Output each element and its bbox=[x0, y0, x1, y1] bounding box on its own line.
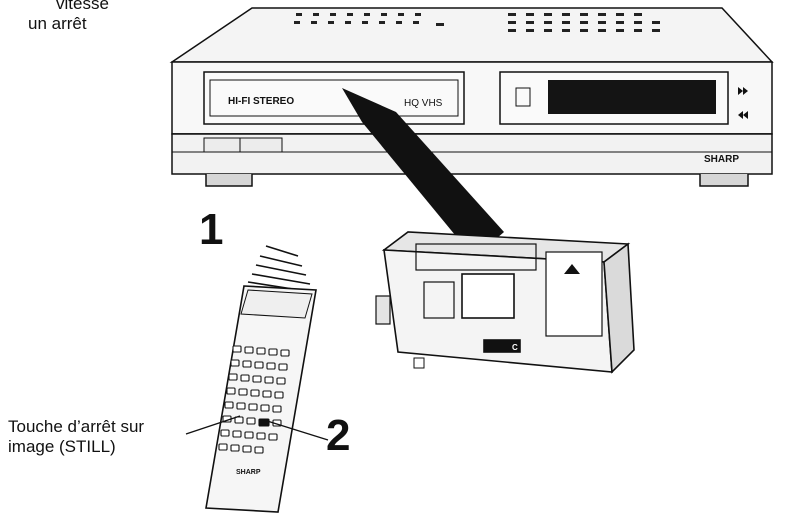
top-left-caption: vitesse un arrêt bbox=[0, 0, 109, 34]
step-number-1: 1 bbox=[199, 205, 224, 254]
fast-forward-icon bbox=[738, 87, 748, 95]
vcr-transport-icons bbox=[738, 87, 748, 119]
vcr-brand: SHARP bbox=[704, 154, 739, 165]
remote-body bbox=[205, 285, 317, 513]
cassette-adapter bbox=[375, 231, 635, 374]
adapter-label-plate bbox=[483, 339, 521, 353]
callout-leader-line bbox=[185, 415, 241, 435]
vcr bbox=[169, 7, 774, 187]
still-button-callout: Touche d’arrêt sur image (STILL) bbox=[8, 417, 144, 457]
vcr-top bbox=[169, 7, 774, 63]
remote-brand: SHARP bbox=[236, 469, 261, 476]
vcr-top-vents-left bbox=[294, 13, 444, 26]
adapter-mark: C bbox=[512, 343, 518, 352]
vcr-foot-right bbox=[699, 174, 749, 187]
callout-line-2: image (STILL) bbox=[8, 437, 116, 456]
vcr-display-screen bbox=[548, 80, 716, 114]
cassette-side bbox=[603, 242, 635, 374]
vcr-foot-left bbox=[205, 174, 253, 187]
rewind-icon bbox=[738, 111, 748, 119]
eject-arrow-icon bbox=[564, 264, 580, 274]
caption-line-1: vitesse bbox=[56, 0, 109, 13]
vcr-top-vents-right bbox=[508, 13, 660, 32]
remote-keypad bbox=[218, 345, 290, 454]
remote-control bbox=[205, 245, 317, 513]
vcr-button-strip bbox=[203, 137, 283, 153]
step-number-2: 2 bbox=[326, 411, 351, 460]
step2-leader-line bbox=[263, 419, 329, 441]
cassette-window bbox=[461, 273, 515, 319]
insertion-arrow bbox=[342, 88, 504, 258]
vcr-panel-mark: HQ VHS bbox=[404, 98, 443, 109]
caption-line-2: un arrêt bbox=[28, 14, 87, 33]
infrared-signal-icon bbox=[247, 245, 313, 293]
callout-line-1: Touche d’arrêt sur bbox=[8, 417, 145, 436]
vcr-panel-label: HI-FI STEREO bbox=[228, 96, 294, 107]
vcr-cassette-panel bbox=[203, 71, 465, 125]
